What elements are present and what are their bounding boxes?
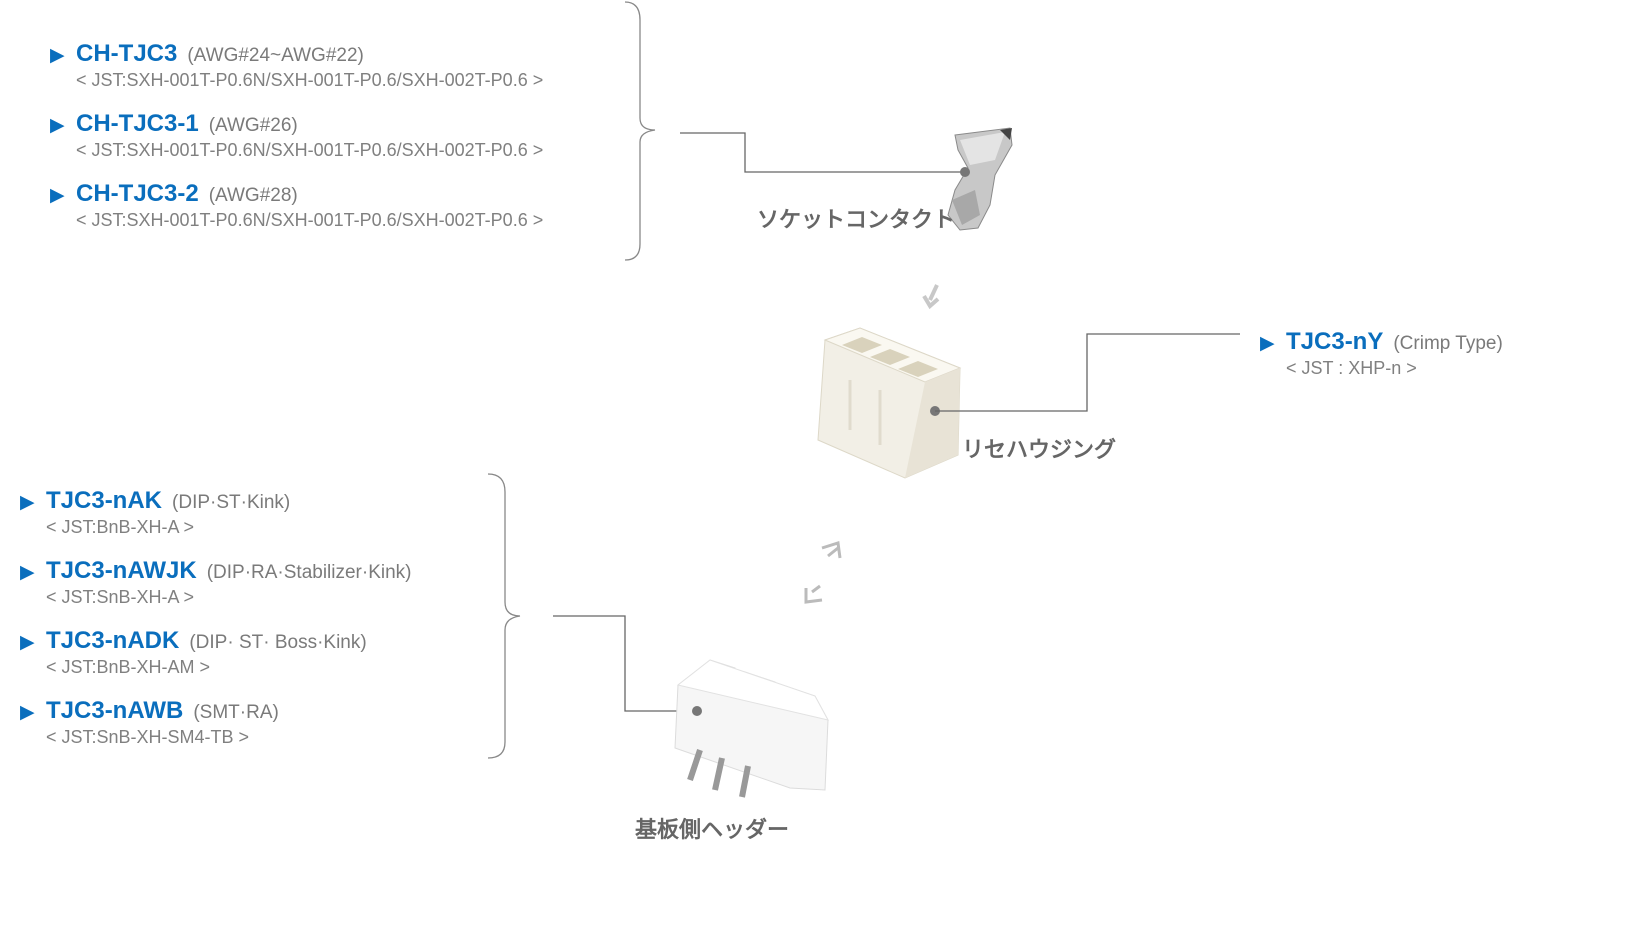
header-leader-line <box>553 615 697 712</box>
header-item-tjc3-nawjk[interactable]: ▶ TJC3-nAWJK (DIP·RA·Stabilizer·Kink) < JS… <box>20 557 412 608</box>
board-header-label: 基板側ヘッダー <box>635 817 790 842</box>
product-spec: (Crimp Type) <box>1393 333 1503 354</box>
contact-brace <box>624 1 656 261</box>
contact-leader-line <box>680 132 965 173</box>
jst-part-number: < JST : XHP-n > <box>1286 358 1417 378</box>
product-spec: (AWG#28) <box>208 185 298 206</box>
triangle-right-icon: ▶ <box>20 562 35 583</box>
housing-image <box>817 327 962 479</box>
socket-contact-label: ソケットコンタクト <box>757 207 956 232</box>
product-name[interactable]: TJC3-nAK <box>46 487 163 514</box>
down-left-arrow-icon <box>804 584 823 604</box>
triangle-right-icon: ▶ <box>50 45 65 66</box>
product-name[interactable]: TJC3-nAWB <box>46 697 184 724</box>
jst-part-number: < JST:SXH-001T-P0.6N/SXH-001T-P0.6/SXH-0… <box>76 140 544 160</box>
product-name[interactable]: CH-TJC3-1 <box>76 110 199 137</box>
housing-label: リセハウジング <box>962 437 1117 462</box>
triangle-right-icon: ▶ <box>50 115 65 136</box>
triangle-right-icon: ▶ <box>50 185 65 206</box>
product-spec: (SMT·RA) <box>193 702 279 723</box>
header-item-tjc3-nak[interactable]: ▶ TJC3-nAK (DIP·ST·Kink) < JST:BnB-XH-A > <box>20 487 290 538</box>
header-item-tjc3-nadk[interactable]: ▶ TJC3-nADK (DIP· ST· Boss·Kink) < JST:BnB… <box>20 627 367 678</box>
product-spec: (AWG#24~AWG#22) <box>187 45 364 66</box>
jst-part-number: < JST:SnB-XH-SM4-TB > <box>46 727 250 747</box>
header-dot <box>692 706 702 716</box>
product-spec: (DIP· ST· Boss·Kink) <box>189 632 367 653</box>
housing-leader-line <box>935 333 1240 412</box>
triangle-right-icon: ▶ <box>20 632 35 653</box>
triangle-right-icon: ▶ <box>20 492 35 513</box>
product-spec: (AWG#26) <box>208 115 298 136</box>
contact-dot <box>960 167 970 177</box>
down-arrow-icon <box>922 284 940 310</box>
jst-part-number: < JST:SXH-001T-P0.6N/SXH-001T-P0.6/SXH-0… <box>76 210 544 230</box>
contact-item-ch-tjc3[interactable]: ▶ CH-TJC3 (AWG#24~AWG#22) < JST:SXH-001T-P… <box>50 40 543 91</box>
product-spec: (DIP·ST·Kink) <box>172 492 291 513</box>
jst-part-number: < JST:SnB-XH-A > <box>46 587 195 607</box>
contact-item-ch-tjc3-1[interactable]: ▶ CH-TJC3-1 (AWG#26) < JST:SXH-001T-P0.6N/… <box>50 110 543 161</box>
jst-part-number: < JST:BnB-XH-AM > <box>46 657 211 677</box>
product-name[interactable]: CH-TJC3-2 <box>76 180 199 207</box>
jst-part-number: < JST:BnB-XH-A > <box>46 517 195 537</box>
triangle-right-icon: ▶ <box>20 702 35 723</box>
product-name[interactable]: CH-TJC3 <box>76 40 178 67</box>
socket-contact-image <box>947 127 1013 231</box>
header-brace <box>487 473 521 759</box>
contact-item-ch-tjc3-2[interactable]: ▶ CH-TJC3-2 (AWG#28) < JST:SXH-001T-P0.6N/… <box>50 180 543 231</box>
product-spec: (DIP·RA·Stabilizer·Kink) <box>206 562 412 583</box>
product-name[interactable]: TJC3-nY <box>1286 328 1384 355</box>
header-item-tjc3-nawb[interactable]: ▶ TJC3-nAWB (SMT·RA) < JST:SnB-XH-SM4-TB > <box>20 697 279 748</box>
up-arrow-icon <box>821 541 842 559</box>
triangle-right-icon: ▶ <box>1260 333 1275 354</box>
product-name[interactable]: TJC3-nADK <box>46 627 180 654</box>
housing-item-tjc3-ny[interactable]: ▶ TJC3-nY (Crimp Type) < JST : XHP-n > <box>1260 328 1503 379</box>
product-name[interactable]: TJC3-nAWJK <box>46 557 197 584</box>
board-header-image <box>674 659 829 798</box>
jst-part-number: < JST:SXH-001T-P0.6N/SXH-001T-P0.6/SXH-0… <box>76 70 544 90</box>
